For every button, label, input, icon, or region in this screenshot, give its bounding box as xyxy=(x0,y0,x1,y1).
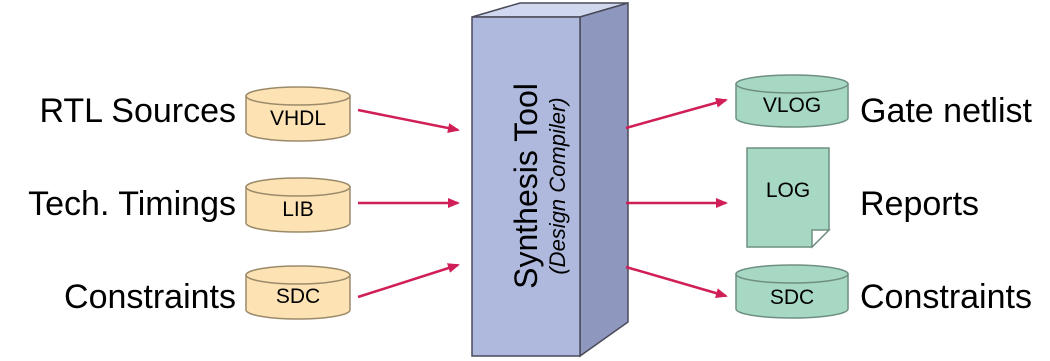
arrow-tool-to-sdc xyxy=(625,265,728,299)
output-constraints: SDC Constraints xyxy=(735,264,1032,319)
vlog-format-label: VLOG xyxy=(763,94,821,117)
input-label-rtl-sources: RTL Sources xyxy=(39,92,236,130)
lib-format-label: LIB xyxy=(282,198,314,221)
output-label-reports: Reports xyxy=(860,185,979,223)
output-label-gate-netlist: Gate netlist xyxy=(860,92,1033,130)
tool-title: Synthesis Tool xyxy=(508,83,544,289)
sdc-input-format-label: SDC xyxy=(276,285,320,308)
sdc-input-cylinder-icon xyxy=(245,265,351,320)
input-constraints: Constraints SDC xyxy=(64,265,351,320)
output-reports: LOG Reports xyxy=(746,147,979,249)
input-tech-timings: Tech. Timings LIB xyxy=(28,177,351,233)
output-gate-netlist: VLOG Gate netlist xyxy=(735,74,1033,130)
vhdl-cylinder-icon xyxy=(245,86,351,142)
input-label-tech-timings: Tech. Timings xyxy=(28,185,236,223)
log-format-label: LOG xyxy=(766,179,810,202)
output-label-constraints: Constraints xyxy=(860,278,1032,316)
arrow-sdc-to-tool xyxy=(357,263,460,299)
sdc-output-format-label: SDC xyxy=(770,286,814,309)
synthesis-tool-box: Synthesis Tool (Design Compiler) xyxy=(471,2,629,358)
input-rtl-sources: RTL Sources VHDL xyxy=(39,86,351,142)
tool-subtitle: (Design Compiler) xyxy=(545,97,570,274)
input-label-constraints: Constraints xyxy=(64,278,236,316)
lib-cylinder-icon xyxy=(245,177,351,233)
vhdl-format-label: VHDL xyxy=(270,107,326,130)
sdc-output-cylinder-icon xyxy=(735,264,849,319)
vlog-cylinder-icon xyxy=(735,74,849,128)
document-fold-icon xyxy=(811,229,831,249)
arrow-vhdl-to-tool xyxy=(357,108,460,133)
arrow-tool-to-vlog xyxy=(625,97,728,130)
